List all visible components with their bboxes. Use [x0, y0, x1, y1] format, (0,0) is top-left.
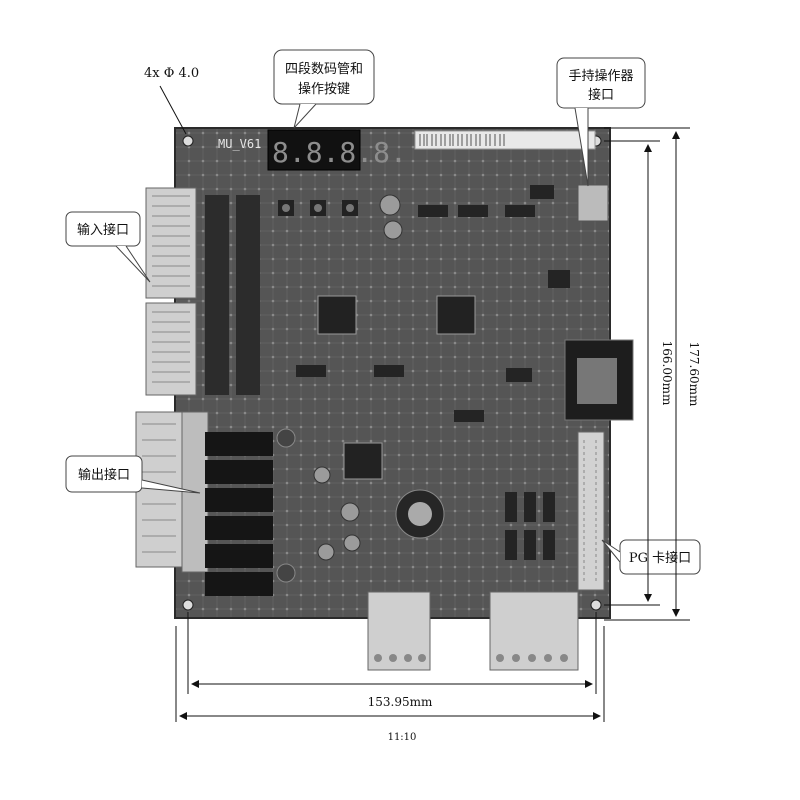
display-keys-label-line1: 四段数码管和	[285, 62, 363, 77]
outer-height-label: 177.60mm	[687, 342, 701, 407]
callout-output: 输出接口	[65, 455, 201, 494]
input-component-column	[205, 195, 260, 395]
callout-pointer	[115, 245, 151, 283]
board-model-label: MU_V61	[218, 137, 261, 151]
standoff-icon	[276, 428, 296, 448]
input-label: 输入接口	[77, 222, 129, 238]
operation-keys	[278, 200, 358, 216]
small-ic-group	[296, 185, 570, 560]
output-label: 输出接口	[78, 467, 130, 483]
capacitor-icon	[313, 466, 331, 484]
input-terminal-block	[145, 187, 197, 396]
capacitor-icon	[383, 220, 403, 240]
large-capacitor-cap	[408, 502, 432, 526]
standoff-icon	[276, 563, 296, 583]
handheld-label-line1: 手持操作器	[568, 68, 633, 84]
dimension-outer-height: 177.60mm	[604, 127, 701, 621]
callout-box	[65, 455, 143, 493]
inner-height-label: 166.00mm	[660, 341, 674, 406]
callout-pointer	[601, 539, 621, 563]
leader-line	[159, 85, 187, 135]
callout-pg-card: PG 卡接口	[601, 539, 701, 575]
capacitor-icon	[340, 502, 360, 522]
display-keys-label-line2: 操作按键	[298, 81, 350, 97]
pcb-board: MU_V61 8.8.8.8.	[135, 127, 634, 671]
handheld-label-line2: 接口	[588, 87, 614, 103]
callout-box	[556, 57, 646, 109]
width-label: 153.95mm	[368, 695, 433, 709]
barcode-lines	[419, 134, 505, 146]
barcode-sticker	[414, 130, 596, 150]
callout-pointer	[141, 479, 201, 494]
callout-box	[65, 211, 141, 247]
microcontroller-chip	[317, 295, 357, 335]
processor-chip	[343, 442, 383, 480]
mounting-holes-label: 4x Φ 4.0	[144, 66, 199, 81]
capacitor-icon	[379, 194, 401, 216]
callout-display-keys: 四段数码管和 操作按键	[273, 49, 375, 129]
mounting-hole-icon	[590, 599, 602, 611]
seven-segment-display	[267, 129, 361, 171]
microcontroller-chip	[436, 295, 476, 335]
db9-socket	[577, 358, 617, 404]
footer-mark: 11:10	[388, 732, 417, 743]
pg-card-label: PG 卡接口	[629, 550, 691, 566]
callout-handheld: 手持操作器 接口	[556, 57, 646, 187]
callout-mounting-holes: 4x Φ 4.0	[144, 66, 199, 135]
dimension-inner-height: 166.00mm	[604, 140, 674, 606]
bottom-terminal-screws	[374, 654, 568, 662]
dimension-width: 153.95mm	[175, 612, 605, 722]
callout-pointer	[293, 103, 317, 129]
callout-pointer	[574, 107, 589, 187]
mounting-hole-icon	[182, 135, 194, 147]
callout-input: 输入接口	[65, 211, 151, 283]
display-digits: 8.8.8.8.	[272, 136, 407, 169]
capacitor-icon	[343, 534, 361, 552]
handheld-port	[577, 184, 609, 222]
relay-array	[205, 432, 273, 596]
capacitor-icon	[317, 543, 335, 561]
callout-box	[273, 49, 375, 105]
pg-card-connector	[577, 431, 605, 591]
mounting-hole-icon	[182, 599, 194, 611]
